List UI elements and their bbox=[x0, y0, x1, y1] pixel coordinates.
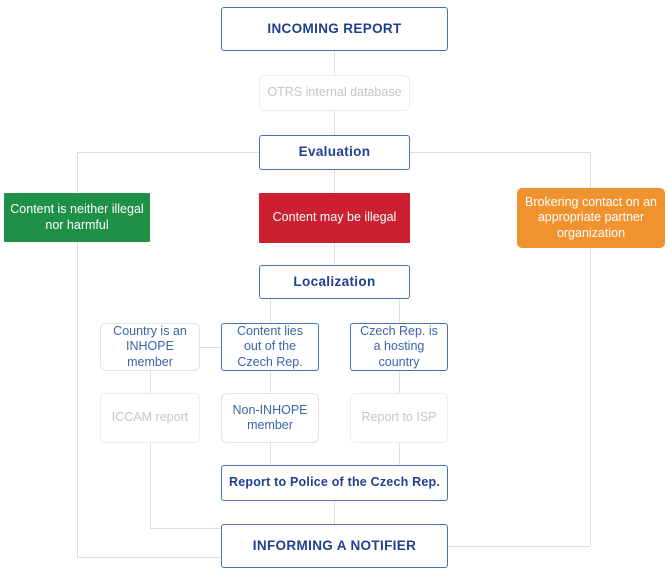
node-report-to-police-label: Report to Police of the Czech Rep. bbox=[229, 475, 440, 490]
node-inhope-member[interactable]: Country is an INHOPE member bbox=[100, 323, 200, 371]
connector-localization-to-outside-cz bbox=[270, 299, 271, 323]
connector-isp-to-police bbox=[399, 443, 400, 465]
connector-hosting-to-isp bbox=[399, 371, 400, 393]
node-report-to-isp[interactable]: Report to ISP bbox=[350, 393, 448, 443]
node-otrs-database[interactable]: OTRS internal database bbox=[259, 75, 410, 111]
node-non-inhope-member-label: Non-INHOPE member bbox=[232, 402, 308, 432]
connector-inhope-to-iccam bbox=[150, 371, 151, 393]
node-evaluation-label: Evaluation bbox=[298, 144, 371, 160]
node-incoming-report[interactable]: INCOMING REPORT bbox=[221, 7, 448, 51]
node-localization[interactable]: Localization bbox=[259, 265, 410, 299]
connector-iccam-down bbox=[150, 443, 151, 528]
node-informing-notifier[interactable]: INFORMING A NOTIFIER bbox=[221, 524, 448, 568]
connector-right-outer-vertical bbox=[590, 152, 591, 546]
node-content-may-be-illegal-label: Content may be illegal bbox=[272, 210, 397, 225]
node-non-inhope-member[interactable]: Non-INHOPE member bbox=[221, 393, 319, 443]
connector-red-to-localization bbox=[334, 243, 335, 265]
connector-inhope-to-outside-cz bbox=[200, 347, 221, 348]
node-content-outside-czech-label: Content lies out of the Czech Rep. bbox=[236, 324, 303, 369]
connector-right-outer-to-notifier bbox=[447, 546, 590, 547]
node-iccam-report-label: ICCAM report bbox=[111, 410, 189, 425]
node-content-not-illegal-label: Content is neither illegal nor harmful bbox=[10, 202, 144, 232]
node-czech-hosting-country-label: Czech Rep. is a hosting country bbox=[360, 324, 438, 369]
node-evaluation[interactable]: Evaluation bbox=[259, 135, 410, 170]
connector-left-outer-vertical bbox=[77, 152, 78, 558]
connector-police-to-notifier bbox=[334, 501, 335, 524]
node-informing-notifier-label: INFORMING A NOTIFIER bbox=[252, 537, 417, 553]
connector-noninhope-to-police bbox=[270, 443, 271, 465]
connector-incoming-to-otrs bbox=[334, 51, 335, 75]
connector-left-outer-to-notifier bbox=[77, 557, 221, 558]
node-content-outside-czech[interactable]: Content lies out of the Czech Rep. bbox=[221, 323, 319, 371]
node-content-may-be-illegal[interactable]: Content may be illegal bbox=[259, 193, 410, 243]
node-incoming-report-label: INCOMING REPORT bbox=[267, 20, 402, 36]
node-localization-label: Localization bbox=[293, 273, 376, 289]
node-report-to-police[interactable]: Report to Police of the Czech Rep. bbox=[221, 465, 448, 501]
node-inhope-member-label: Country is an INHOPE member bbox=[113, 324, 187, 369]
connector-iccam-to-notifier bbox=[150, 528, 221, 529]
connector-outsidecz-to-noninhope bbox=[270, 371, 271, 393]
connector-localization-to-hosting bbox=[399, 299, 400, 323]
node-brokering-contact-label: Brokering contact on an appropriate part… bbox=[524, 195, 658, 240]
node-content-not-illegal[interactable]: Content is neither illegal nor harmful bbox=[4, 193, 150, 242]
connector-otrs-to-evaluation bbox=[334, 111, 335, 135]
connector-evaluation-to-red bbox=[334, 170, 335, 193]
node-report-to-isp-label: Report to ISP bbox=[361, 410, 437, 425]
node-otrs-database-label: OTRS internal database bbox=[267, 85, 402, 100]
node-brokering-contact[interactable]: Brokering contact on an appropriate part… bbox=[517, 188, 665, 248]
node-iccam-report[interactable]: ICCAM report bbox=[100, 393, 200, 443]
node-czech-hosting-country[interactable]: Czech Rep. is a hosting country bbox=[350, 323, 448, 371]
